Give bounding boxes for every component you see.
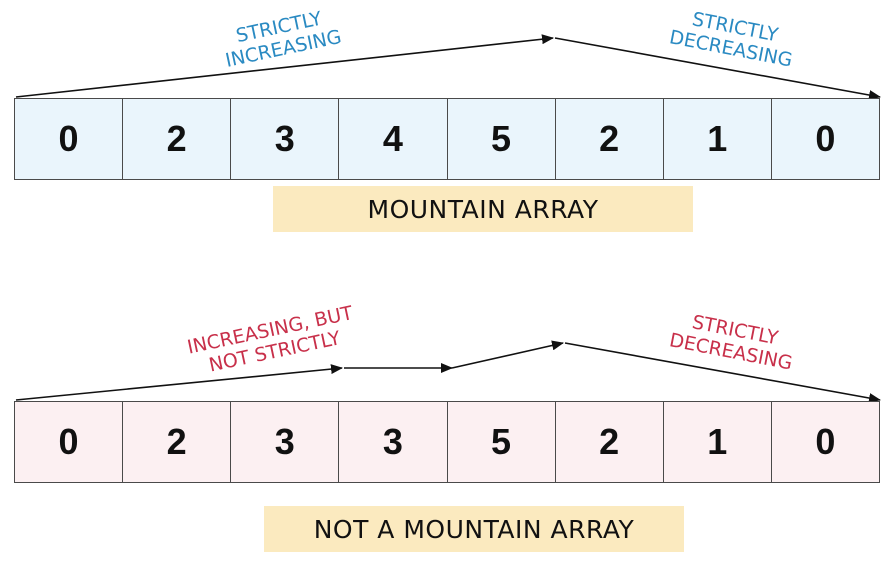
top-increasing-arrow (15, 34, 554, 98)
bottom-decreasing-arrow (564, 342, 881, 403)
array-cell: 0 (771, 99, 879, 179)
array-cell: 5 (447, 402, 556, 482)
mountain-array-row: 0 2 3 4 5 2 1 0 (14, 98, 880, 180)
array-cell: 2 (123, 99, 232, 179)
bottom-increasing-arrow-1 (15, 364, 343, 401)
array-cell: 5 (447, 99, 556, 179)
array-cell: 3 (339, 402, 448, 482)
bottom-increasing-arrow-2 (451, 340, 564, 369)
not-mountain-array-caption: NOT A MOUNTAIN ARRAY (264, 506, 684, 552)
array-cell: 3 (231, 99, 340, 179)
top-decreasing-arrow (554, 37, 881, 100)
array-cell: 1 (663, 99, 772, 179)
not-mountain-array-row: 0 2 3 3 5 2 1 0 (14, 401, 880, 483)
array-cell: 3 (231, 402, 340, 482)
array-cell: 4 (339, 99, 448, 179)
array-cell: 2 (555, 402, 664, 482)
array-cell: 0 (15, 99, 124, 179)
array-cell: 2 (123, 402, 232, 482)
array-cell: 1 (663, 402, 772, 482)
array-cell: 2 (555, 99, 664, 179)
array-cell: 0 (771, 402, 879, 482)
mountain-array-caption: MOUNTAIN ARRAY (273, 186, 693, 232)
top-increasing-label: STRICTLY INCREASING (224, 7, 344, 71)
array-cell: 0 (15, 402, 124, 482)
